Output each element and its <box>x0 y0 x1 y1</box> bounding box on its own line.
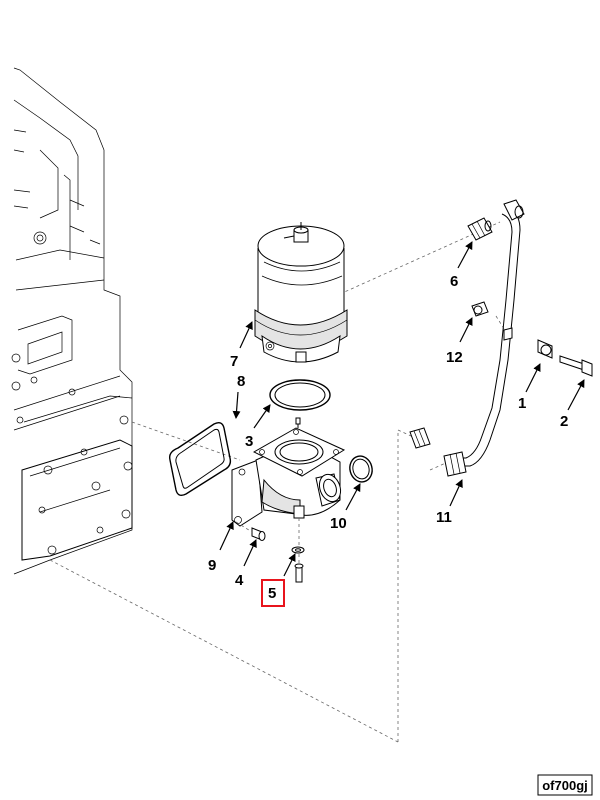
figure-reference: of700gj <box>542 778 588 793</box>
filter-head <box>231 417 346 527</box>
gasket <box>168 421 232 497</box>
connector-fitting <box>409 427 431 449</box>
callout-1[interactable]: 1 <box>518 395 526 412</box>
engine-block <box>11 67 133 575</box>
washer-and-bolt-5 <box>291 518 305 583</box>
fuel-filter-canister <box>254 222 348 363</box>
leader-arrows <box>219 241 585 577</box>
callout-8[interactable]: 8 <box>237 373 245 390</box>
fitting-12 <box>471 301 489 317</box>
callout-10[interactable]: 10 <box>330 515 347 532</box>
screw-4 <box>235 521 266 541</box>
bolt-2 <box>559 355 593 377</box>
callout-12[interactable]: 12 <box>446 349 463 366</box>
fuel-line <box>443 199 525 477</box>
callout-5[interactable]: 5 <box>268 585 276 602</box>
figure-reference-box: of700gj <box>537 774 593 796</box>
callout-2[interactable]: 2 <box>560 413 568 430</box>
callout-9[interactable]: 9 <box>208 557 216 574</box>
banjo-fitting-1 <box>537 339 553 359</box>
o-ring <box>269 379 331 411</box>
seal-ring <box>349 455 373 483</box>
callout-11[interactable]: 11 <box>436 509 452 526</box>
callout-6[interactable]: 6 <box>450 273 458 290</box>
elbow-fitting-6 <box>467 217 493 241</box>
callout-7[interactable]: 7 <box>230 353 238 370</box>
callout-labels: 1 2 3 4 5 6 7 8 9 10 11 12 <box>208 273 568 602</box>
callout-3[interactable]: 3 <box>245 433 253 450</box>
callout-5-highlight <box>261 579 285 607</box>
callout-4[interactable]: 4 <box>235 572 244 589</box>
